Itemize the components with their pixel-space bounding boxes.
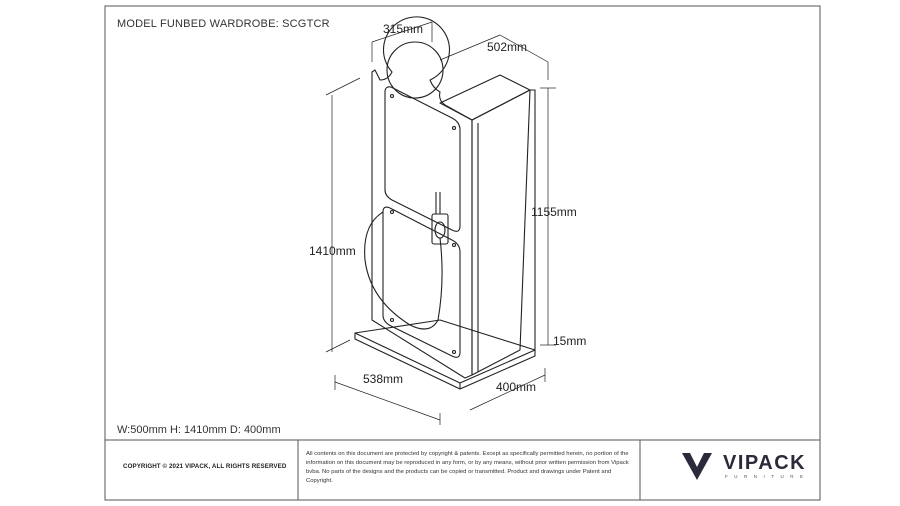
cabinet-front-face <box>471 89 531 376</box>
screw <box>451 242 457 248</box>
outer-border <box>104 5 821 501</box>
lower-door-panel <box>382 206 461 358</box>
dimensions-summary: W:500mm H: 1410mm D: 400mm <box>117 424 281 436</box>
side-panel-outline <box>371 16 473 379</box>
dim-base-front: 538mm <box>363 372 404 386</box>
cabinet-right-edge <box>530 89 536 350</box>
screw <box>451 125 457 131</box>
dim-total-height: 1410mm <box>309 244 356 258</box>
dim-line-315 <box>371 21 433 43</box>
dim-top-width: 502mm <box>487 40 528 54</box>
screw <box>389 209 395 215</box>
vipack-logo-icon <box>682 453 712 480</box>
dim-line-400 <box>469 374 546 411</box>
dim-line-538 <box>334 381 441 421</box>
dim-base-height: 15mm <box>553 334 587 348</box>
dim-headboard-width: 315mm <box>383 22 424 36</box>
screw <box>389 93 395 99</box>
legal-disclaimer: All contents on this document are protec… <box>306 451 629 484</box>
vipack-logo: VIPACK FURNITURE <box>680 452 820 484</box>
upper-door-panel <box>384 86 461 232</box>
logo-subtitle: FURNITURE <box>725 474 810 479</box>
dim-line-502 <box>439 34 501 61</box>
headboard-circle <box>386 41 444 99</box>
drawing-title: MODEL FUNBED WARDROBE: SCGTCR <box>117 18 330 30</box>
screw <box>389 317 395 323</box>
logo-wordmark: VIPACK <box>723 452 807 474</box>
wardrobe-drawing <box>325 16 556 425</box>
lamp-bulb <box>434 221 446 239</box>
dim-side-height: 1155mm <box>531 205 577 219</box>
copyright-notice: COPYRIGHT © 2021 VIPACK, ALL RIGHTS RESE… <box>123 463 287 470</box>
screw <box>451 349 457 355</box>
dim-base-depth: 400mm <box>496 380 537 394</box>
lamp-cord <box>364 211 443 330</box>
